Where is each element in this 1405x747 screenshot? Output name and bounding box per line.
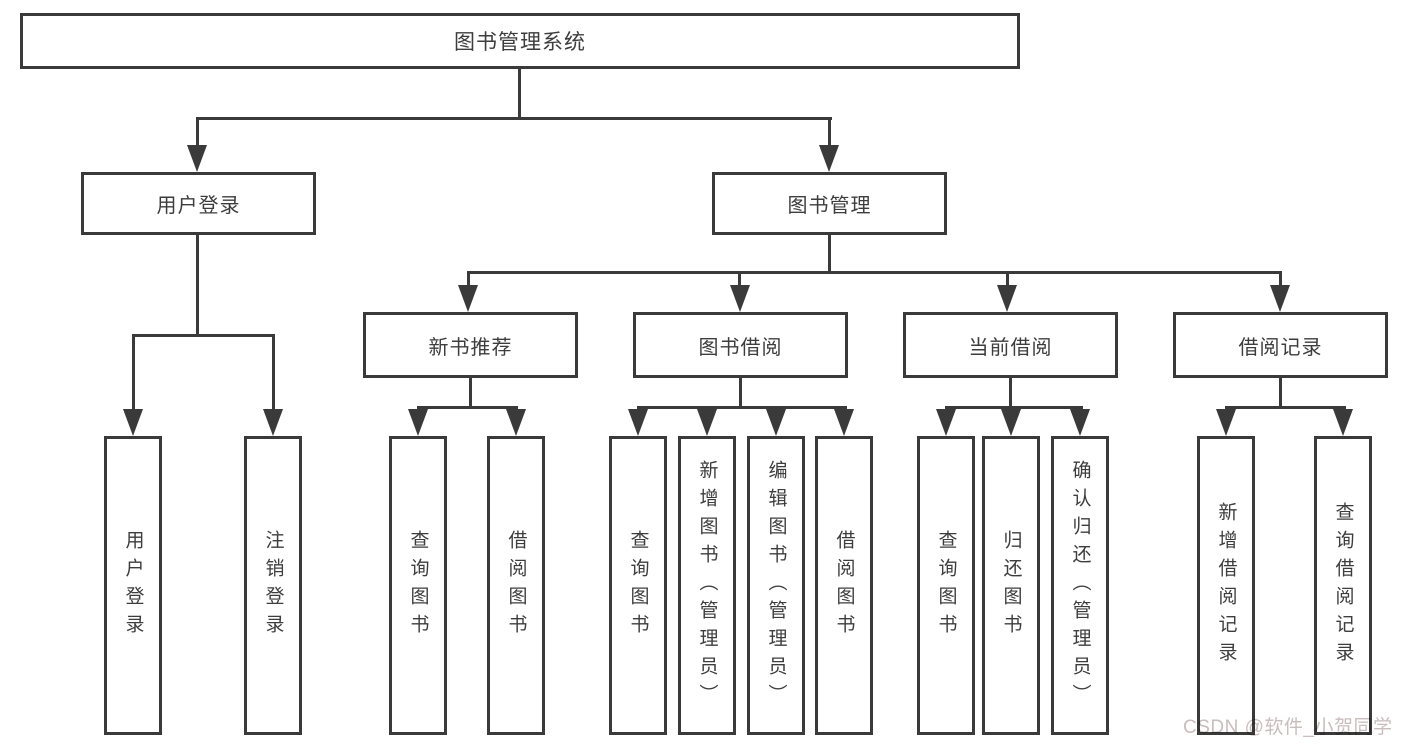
connector-line: [739, 378, 742, 409]
connector-line: [1006, 271, 1009, 288]
csdn-watermark: CSDN @软件_小贺同学: [1183, 717, 1393, 738]
leaf-query-books: 查询图书: [389, 436, 447, 735]
arrow-down-icon: [834, 409, 854, 436]
node-borrow-records: 借阅记录: [1173, 312, 1388, 378]
leaf-confirm-return-admin: 确认归还（管理员）: [1051, 436, 1109, 735]
arrow-down-icon: [263, 409, 283, 436]
arrow-down-icon: [1070, 409, 1090, 436]
connector-line: [1279, 271, 1282, 288]
leaf-query-borrow-record: 查询借阅记录: [1314, 436, 1372, 735]
connector-line: [1225, 406, 1346, 409]
connector-line: [1279, 378, 1282, 409]
arrow-down-icon: [458, 285, 478, 312]
arrow-down-icon: [506, 409, 526, 436]
arrow-down-icon: [1333, 409, 1353, 436]
connector-line: [945, 406, 1083, 409]
connector-line: [828, 117, 831, 145]
connector-line: [272, 334, 275, 411]
leaf-borrow-books: 借阅图书: [815, 436, 873, 735]
leaf-borrow-books: 借阅图书: [487, 436, 545, 735]
connector-line: [196, 117, 199, 145]
connector-line: [469, 378, 472, 409]
arrow-down-icon: [628, 409, 648, 436]
node-user-login: 用户登录: [81, 172, 316, 235]
arrow-down-icon: [819, 145, 839, 172]
node-book-borrow: 图书借阅: [633, 312, 848, 378]
connector-line: [132, 334, 275, 337]
arrow-down-icon: [187, 145, 207, 172]
node-book-management: 图书管理: [712, 172, 947, 235]
connector-line: [518, 68, 521, 119]
node-current-borrow: 当前借阅: [903, 312, 1118, 378]
node-library-management-system: 图书管理系统: [20, 13, 1020, 69]
leaf-logout: 注销登录: [244, 436, 302, 735]
arrow-down-icon: [408, 409, 428, 436]
arrow-down-icon: [697, 409, 717, 436]
arrow-down-icon: [1216, 409, 1236, 436]
arrow-down-icon: [1001, 409, 1021, 436]
leaf-return-books: 归还图书: [982, 436, 1040, 735]
node-new-book-recommend: 新书推荐: [363, 312, 578, 378]
connector-line: [196, 235, 199, 337]
connector-line: [196, 117, 832, 120]
connector-line: [132, 334, 135, 411]
connector-line: [637, 406, 847, 409]
arrow-down-icon: [123, 409, 143, 436]
connector-line: [417, 406, 518, 409]
leaf-query-books: 查询图书: [609, 436, 667, 735]
leaf-user-login: 用户登录: [104, 436, 162, 735]
connector-line: [467, 271, 470, 288]
arrow-down-icon: [766, 409, 786, 436]
arrow-down-icon: [730, 285, 750, 312]
arrow-down-icon: [997, 285, 1017, 312]
leaf-edit-books-admin: 编辑图书（管理员）: [747, 436, 805, 735]
arrow-down-icon: [1270, 285, 1290, 312]
leaf-add-books-admin: 新增图书（管理员）: [678, 436, 736, 735]
connector-line: [738, 271, 741, 288]
connector-line: [828, 235, 831, 274]
connector-line: [1009, 378, 1012, 409]
connector-line: [467, 271, 1282, 274]
arrow-down-icon: [936, 409, 956, 436]
leaf-query-books: 查询图书: [917, 436, 975, 735]
leaf-add-borrow-record: 新增借阅记录: [1197, 436, 1255, 735]
